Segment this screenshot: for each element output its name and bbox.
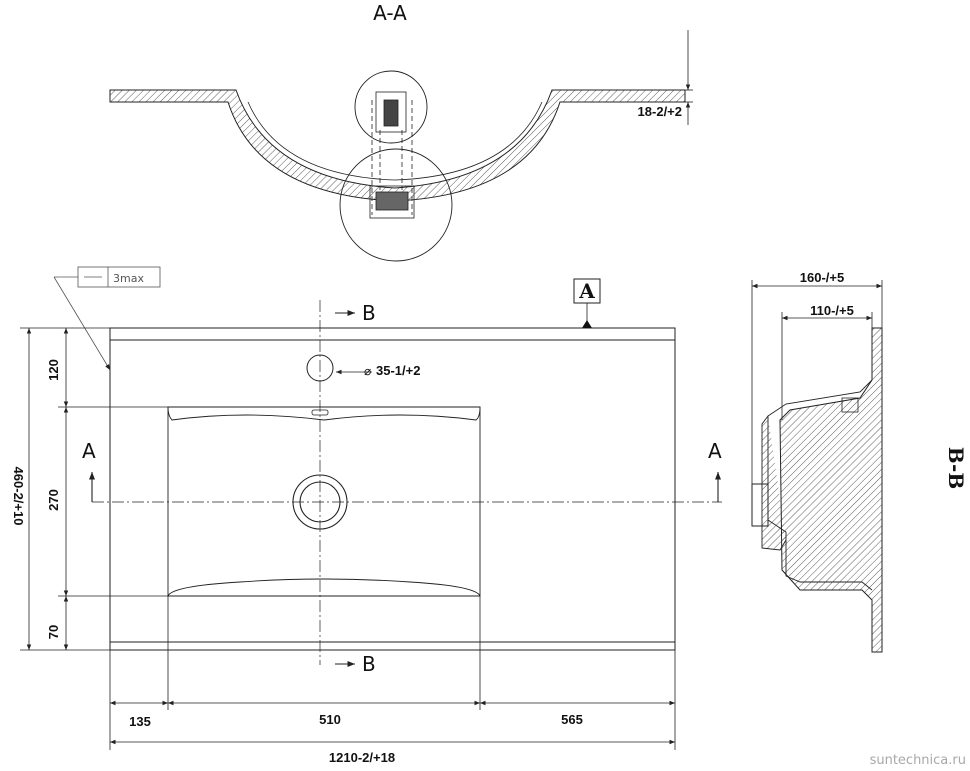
depth-bowl-label: 270 — [46, 489, 61, 511]
section-bb-outer-label: 160-/+5 — [800, 270, 844, 285]
depth-overall-label: 460-2/+10 — [11, 467, 26, 526]
section-a-right-marker: A — [708, 439, 722, 463]
datum-label: A — [578, 279, 595, 303]
section-aa-title: A-A — [373, 1, 407, 25]
detail-circle-bottom — [339, 148, 453, 262]
thickness-dimension — [685, 30, 693, 125]
countertop-outline — [109, 327, 676, 651]
width-right-label: 565 — [561, 712, 583, 727]
thickness-label: 18-2/+2 — [638, 104, 682, 119]
flatness-tolerance: 3max — [53, 266, 161, 371]
watermark: suntechnica.ru — [870, 753, 966, 768]
section-bb-view: 160-/+5 110-/+5 B-B — [751, 270, 968, 653]
hole-dim-label: 35-1/+2 — [376, 363, 420, 378]
section-bb-dimensions — [751, 280, 883, 484]
datum-triangle — [582, 320, 592, 328]
width-overall-label: 1210-2/+18 — [329, 750, 395, 765]
drain-assembly — [369, 91, 415, 219]
flatness-label: 3max — [113, 272, 144, 285]
width-bowl-label: 510 — [319, 712, 341, 727]
detail-circle-top — [354, 70, 428, 144]
width-dimensions — [109, 596, 676, 750]
diameter-icon: ⌀ — [364, 364, 371, 378]
section-bb-profile — [779, 327, 883, 653]
section-a-left-marker: A — [82, 439, 96, 463]
section-bb-title: B-B — [944, 447, 968, 489]
section-bb-inner-label: 110-/+5 — [810, 303, 854, 318]
section-b-top-marker: B — [362, 301, 376, 325]
depth-back-label: 120 — [46, 359, 61, 381]
depth-front-label: 70 — [46, 625, 61, 639]
width-left-label: 135 — [129, 714, 151, 729]
section-b-bottom-marker: B — [362, 652, 376, 676]
drain-fitting — [751, 483, 769, 527]
section-aa-view: A-A 18-2/+2 — [109, 1, 693, 262]
basin-outline — [167, 406, 481, 421]
plan-view: ⌀ 35-1/+2 B B A A A 3max — [11, 266, 722, 765]
depth-dimensions — [20, 327, 168, 651]
overflow-channel — [841, 397, 859, 413]
